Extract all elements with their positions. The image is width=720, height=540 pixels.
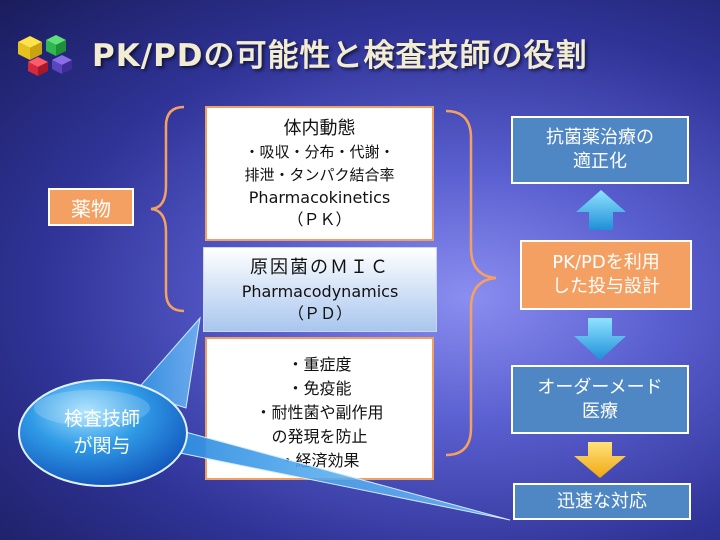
- pd-english: Pharmacodynamics: [241, 281, 399, 301]
- callout-line1: 検査技師: [63, 408, 140, 430]
- effect-item: の発現を防止: [271, 426, 368, 446]
- flow-tailored-line1: オーダーメード: [537, 376, 663, 398]
- right-brace-icon: [445, 109, 497, 457]
- callout-line2: が関与: [73, 435, 131, 457]
- callout-pointer-upper: [134, 316, 201, 409]
- effect-item: ・免疫能: [287, 378, 352, 398]
- flow-box-tailored: オーダーメード 医療: [511, 365, 689, 434]
- callout-text: 検査技師 が関与: [24, 398, 180, 468]
- flow-pkpd-line1: PK/PDを利用: [552, 252, 660, 273]
- pk-list-line1: ・吸収・分布・代謝・: [244, 142, 395, 161]
- effect-item: ・耐性菌や副作用: [255, 402, 384, 422]
- pd-abbr: （ＰＤ）: [287, 303, 352, 323]
- effect-item: ・重症度: [287, 354, 352, 374]
- pd-title: 原因菌のＭＩＣ: [250, 256, 390, 278]
- arrow-down-icon: [574, 318, 626, 360]
- cubes-logo-icon: [18, 35, 72, 76]
- pk-box: 体内動態 ・吸収・分布・代謝・ 排泄・タンパク結合率 Pharmacokinet…: [205, 106, 434, 241]
- flow-rapid-text: 迅速な対応: [557, 490, 647, 512]
- pd-box: 原因菌のＭＩＣ Pharmacodynamics （ＰＤ）: [203, 247, 437, 332]
- flow-box-pkpd: PK/PDを利用 した投与設計: [520, 240, 692, 310]
- pk-title: 体内動態: [283, 117, 356, 139]
- flow-pkpd-line2: した投与設計: [552, 276, 660, 297]
- pk-list-line2: 排泄・タンパク結合率: [244, 165, 395, 184]
- arrow-down-yellow-icon: [574, 442, 626, 478]
- flow-optimize-line2: 適正化: [573, 151, 627, 172]
- drug-label-text: 薬物: [71, 196, 111, 221]
- flow-box-rapid: 迅速な対応: [513, 483, 691, 520]
- slide-title: PK/PDの可能性と検査技師の役割: [92, 38, 588, 74]
- effects-box: ・重症度 ・免疫能 ・耐性菌や副作用 の発現を防止 ・経済効果: [205, 337, 434, 480]
- pk-english: Pharmacokinetics: [248, 187, 391, 207]
- arrow-up-icon: [576, 190, 626, 230]
- flow-optimize-line1: 抗菌薬治療の: [546, 127, 654, 148]
- pk-abbr: （ＰＫ）: [287, 209, 352, 229]
- flow-tailored-line2: 医療: [582, 400, 618, 422]
- pk-list: ・吸収・分布・代謝・ 排泄・タンパク結合率: [244, 141, 394, 187]
- left-brace-icon: [150, 105, 185, 313]
- effect-item: ・経済効果: [279, 450, 360, 470]
- flow-box-optimize: 抗菌薬治療の 適正化: [511, 116, 689, 184]
- drug-label: 薬物: [48, 188, 134, 226]
